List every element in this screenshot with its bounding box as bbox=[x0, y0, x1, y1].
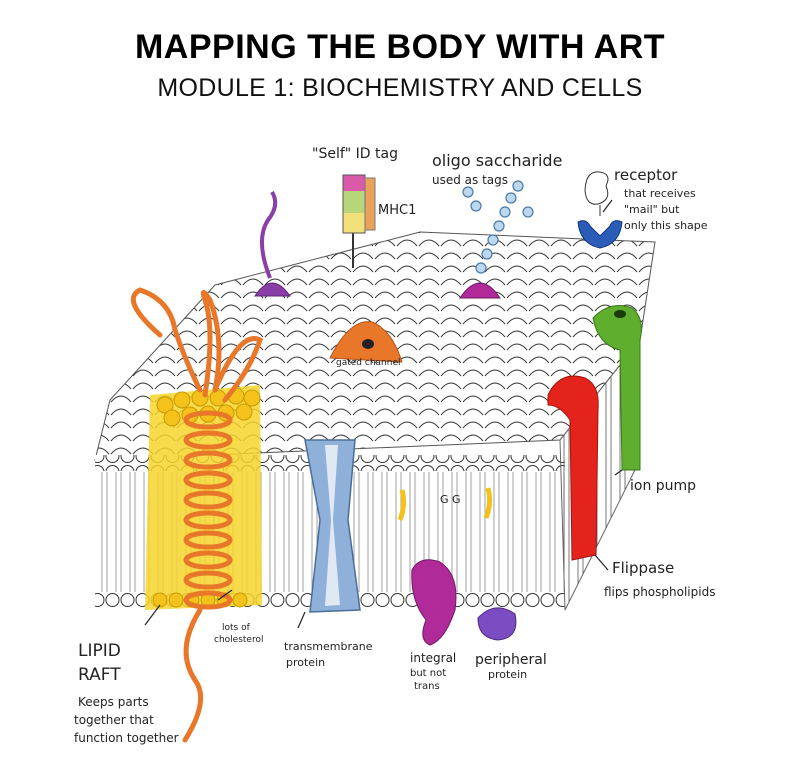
lipid-raft bbox=[145, 385, 262, 610]
lipid-raft-label-2: RAFT bbox=[78, 665, 121, 685]
self-id-tag-label: "Self" ID tag bbox=[312, 146, 398, 162]
cholesterol-label-2: cholesterol bbox=[214, 635, 263, 645]
flippase bbox=[547, 375, 599, 561]
lipid-raft-label-1: LIPID bbox=[78, 641, 121, 661]
page-title: MAPPING THE BODY WITH ART bbox=[134, 28, 666, 66]
mhc1-label: MHC1 bbox=[378, 203, 416, 218]
glycolipid-markers bbox=[397, 487, 493, 521]
oligosaccharide bbox=[459, 180, 534, 299]
transmembrane-protein bbox=[304, 439, 361, 613]
gated-channel-label: gated channel bbox=[336, 358, 400, 368]
peripheral-label-1: peripheral bbox=[475, 652, 547, 668]
pointer-lines bbox=[144, 199, 623, 629]
lipid-raft-note-3: function together bbox=[74, 731, 179, 745]
integral-label-1: integral bbox=[410, 651, 456, 665]
receptor-sublabel-1: that receives bbox=[624, 187, 696, 200]
transmembrane-label-1: transmembrane bbox=[284, 640, 373, 653]
receptor-sublabel-3: only this shape bbox=[624, 219, 708, 232]
lipid-raft-note-1: Keeps parts bbox=[78, 695, 149, 709]
cholesterol-label-1: lots of bbox=[222, 623, 251, 633]
purple-surface-protein bbox=[254, 190, 291, 297]
receptor-label: receptor bbox=[614, 166, 678, 184]
ion-pump bbox=[592, 305, 642, 471]
ion-pump-label: ion pump bbox=[630, 478, 696, 494]
integral-label-3: trans bbox=[414, 681, 440, 692]
lipid-raft-note-2: together that bbox=[74, 713, 154, 727]
mhc1-tag bbox=[342, 174, 376, 268]
coiled-orange-protein bbox=[130, 287, 264, 743]
receptor-sublabel-2: "mail" but bbox=[624, 203, 680, 216]
oligosaccharide-sublabel: used as tags bbox=[432, 173, 508, 187]
flippase-label: Flippase bbox=[612, 559, 674, 577]
transmembrane-label-2: protein bbox=[286, 656, 325, 669]
peripheral-protein bbox=[477, 607, 517, 641]
glyco-label: G G bbox=[440, 493, 461, 506]
gated-channel bbox=[329, 321, 403, 363]
integral-label-2: but not bbox=[410, 668, 446, 679]
page-subtitle: MODULE 1: BIOCHEMISTRY AND CELLS bbox=[157, 74, 643, 102]
receptor-protein bbox=[577, 171, 623, 249]
peripheral-label-2: protein bbox=[488, 668, 527, 681]
flippase-sublabel: flips phospholipids bbox=[604, 585, 715, 599]
oligosaccharide-label: oligo saccharide bbox=[432, 151, 562, 170]
integral-protein bbox=[411, 559, 457, 646]
